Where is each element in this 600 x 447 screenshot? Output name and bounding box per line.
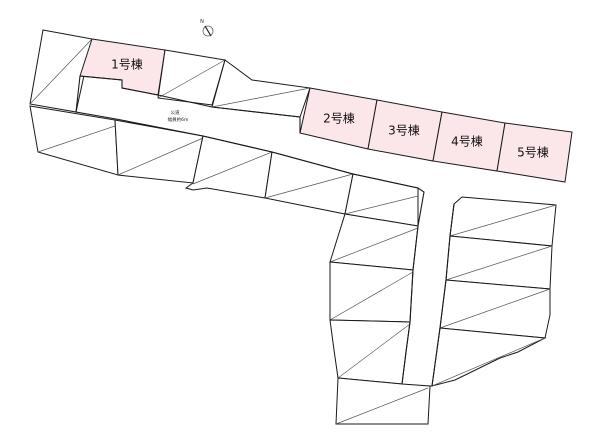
lot-mid-2 bbox=[114, 119, 204, 184]
lot-left-col-4 bbox=[329, 319, 411, 385]
north-compass-icon: N bbox=[200, 19, 214, 37]
lot-5[interactable]: 5号棟 bbox=[496, 122, 573, 183]
lot-top-left-4 bbox=[211, 59, 311, 118]
road-label-group: 公道 幅員約6m bbox=[168, 109, 189, 123]
lot-left-col-3 bbox=[329, 261, 414, 323]
lot-2[interactable]: 2号棟 bbox=[299, 87, 378, 150]
lot-5-label: 5号棟 bbox=[517, 145, 549, 160]
lot-4[interactable]: 4号棟 bbox=[432, 111, 506, 172]
lot-2-label: 2号棟 bbox=[323, 111, 355, 126]
road-label-line2: 幅員約6m bbox=[168, 116, 189, 123]
lot-top-left-3 bbox=[157, 49, 226, 106]
road-label-line1: 公道 bbox=[171, 109, 180, 116]
north-label: N bbox=[200, 19, 204, 25]
lot-mid-1 bbox=[29, 105, 119, 176]
lot-1-label: 1号棟 bbox=[111, 57, 143, 72]
lot-mid-4 bbox=[264, 151, 354, 215]
lot-top-left-1 bbox=[29, 29, 93, 113]
lot-3-label: 3号棟 bbox=[388, 123, 420, 138]
road-edges bbox=[75, 75, 455, 387]
lot-4-label: 4号棟 bbox=[451, 134, 483, 149]
lot-3[interactable]: 3号棟 bbox=[367, 99, 443, 162]
lot-right-col-4 bbox=[431, 327, 547, 387]
lot-left-col-5 bbox=[335, 377, 431, 425]
